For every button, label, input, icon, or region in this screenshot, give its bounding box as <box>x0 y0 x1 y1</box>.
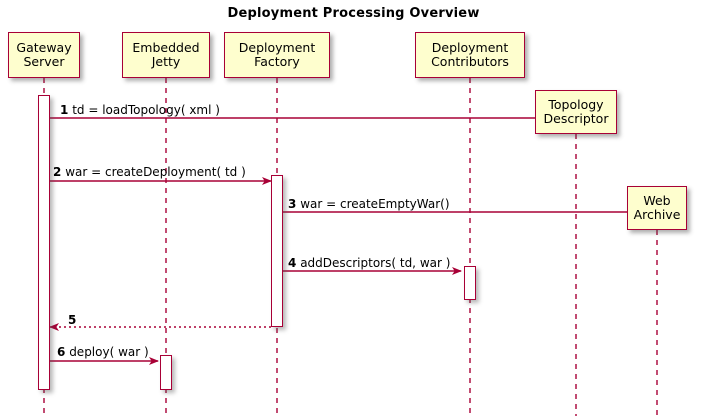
message-text-4: addDescriptors( td, war ) <box>300 256 451 270</box>
message-label-5: 5 <box>68 314 76 326</box>
participant-label-deployment-contributors: Deployment Contributors <box>431 40 509 69</box>
message-text-2: war = createDeployment( td ) <box>65 165 246 179</box>
participant-web-archive[interactable]: Web Archive <box>627 186 687 230</box>
participant-embedded-jetty[interactable]: Embedded Jetty <box>122 32 210 78</box>
participant-gateway-server[interactable]: Gateway Server <box>8 32 80 78</box>
message-seq-6: 6 <box>57 345 66 359</box>
message-label-3: 3 war = createEmptyWar() <box>288 198 450 210</box>
message-label-2: 2 war = createDeployment( td ) <box>53 166 246 178</box>
activation-embedded-jetty <box>160 355 172 390</box>
message-seq-5: 5 <box>68 313 77 327</box>
message-label-4: 4 addDescriptors( td, war ) <box>288 257 450 269</box>
participant-label-gateway-server: Gateway Server <box>16 40 72 69</box>
participant-label-deployment-factory: Deployment Factory <box>238 40 316 69</box>
participant-topology-descriptor[interactable]: Topology Descriptor <box>535 90 617 134</box>
participant-deployment-factory[interactable]: Deployment Factory <box>224 32 330 78</box>
message-seq-1: 1 <box>60 103 69 117</box>
participant-label-web-archive: Web Archive <box>633 193 681 222</box>
message-seq-3: 3 <box>288 197 297 211</box>
messages-layer <box>49 114 654 365</box>
message-text-6: deploy( war ) <box>69 345 149 359</box>
participant-label-embedded-jetty: Embedded Jetty <box>132 40 200 69</box>
message-label-6: 6 deploy( war ) <box>57 346 149 358</box>
message-label-1: 1 td = loadTopology( xml ) <box>60 104 220 116</box>
activation-gateway-server <box>38 95 50 390</box>
activation-deployment-contributors <box>464 266 476 300</box>
message-text-3: war = createEmptyWar() <box>300 197 450 211</box>
participant-label-topology-descriptor: Topology Descriptor <box>543 97 609 126</box>
message-seq-2: 2 <box>53 165 62 179</box>
diagram-title: Deployment Processing Overview <box>227 6 480 21</box>
activation-deployment-factory <box>271 175 283 327</box>
message-text-1: td = loadTopology( xml ) <box>72 103 220 117</box>
message-seq-4: 4 <box>288 256 297 270</box>
participant-deployment-contributors[interactable]: Deployment Contributors <box>415 32 525 78</box>
